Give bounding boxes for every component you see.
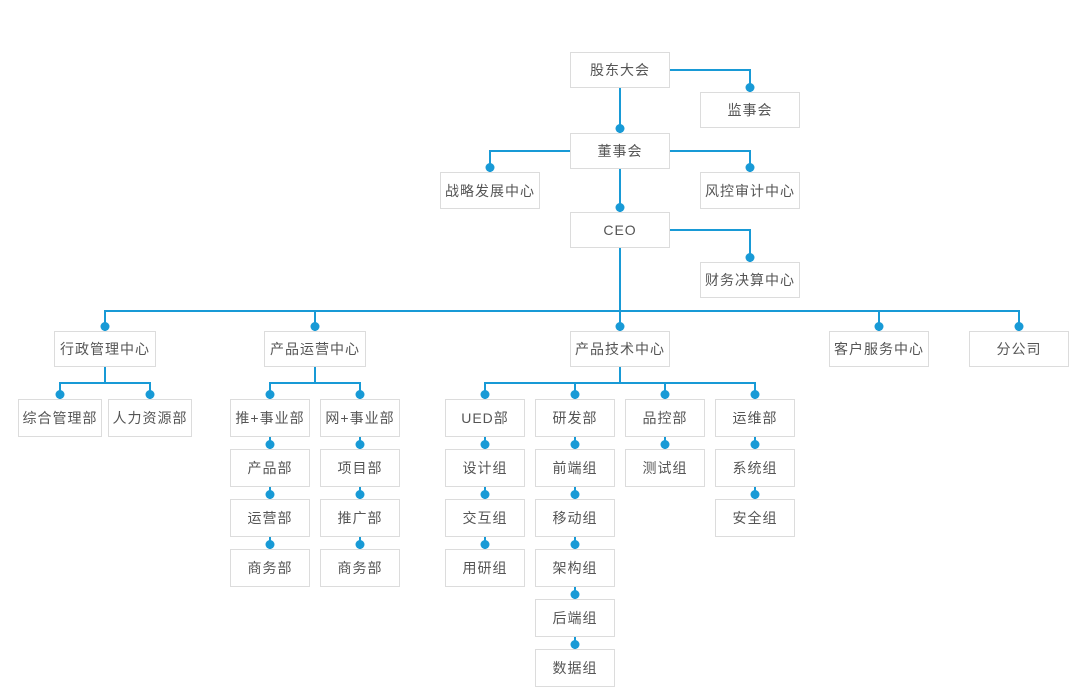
connector-dot-service_center <box>874 322 884 331</box>
connector-dot-backend_group <box>570 590 580 599</box>
org-node-rd_dept: 研发部 <box>535 399 615 437</box>
connector-dot-interaction_group <box>480 490 490 499</box>
connector-dot-biz_dept_wang <box>355 540 365 549</box>
edge-ceo-to-branch <box>619 248 1020 331</box>
org-node-interaction_group: 交互组 <box>445 499 525 537</box>
org-node-frontend_group: 前端组 <box>535 449 615 487</box>
connector-dot-supervisory <box>745 83 755 92</box>
org-node-biz_dept_tui: 商务部 <box>230 549 310 587</box>
connector-dot-wang_division <box>355 390 365 399</box>
connector-dot-general_mgmt <box>55 390 65 399</box>
connector-dot-admin_center <box>100 322 110 331</box>
connector-dot-design_group <box>480 440 490 449</box>
org-node-ceo: CEO <box>570 212 670 248</box>
connector-dot-rd_dept <box>570 390 580 399</box>
org-node-strategy: 战略发展中心 <box>440 172 540 209</box>
org-node-tech_center: 产品技术中心 <box>570 331 670 367</box>
connector-dot-finance <box>745 253 755 262</box>
connector-dot-operation_dept <box>265 490 275 499</box>
org-node-wang_division: 网+事业部 <box>320 399 400 437</box>
org-node-risk_audit: 风控审计中心 <box>700 172 800 209</box>
org-node-admin_center: 行政管理中心 <box>54 331 156 367</box>
org-node-mobile_group: 移动组 <box>535 499 615 537</box>
org-node-backend_group: 后端组 <box>535 599 615 637</box>
connector-dot-ops_center <box>310 322 320 331</box>
org-node-testing_group: 测试组 <box>625 449 705 487</box>
connector-dot-mobile_group <box>570 490 580 499</box>
connector-dot-hr <box>145 390 155 399</box>
edge-ceo-to-finance <box>670 229 751 262</box>
org-node-devops_dept: 运维部 <box>715 399 795 437</box>
org-node-qc_dept: 品控部 <box>625 399 705 437</box>
org-node-security_group: 安全组 <box>715 499 795 537</box>
connector-dot-tui_division <box>265 390 275 399</box>
org-node-shareholders: 股东大会 <box>570 52 670 88</box>
connector-dot-frontend_group <box>570 440 580 449</box>
org-node-tui_division: 推+事业部 <box>230 399 310 437</box>
connector-dot-promotion_dept <box>355 490 365 499</box>
connector-dot-board <box>615 124 625 133</box>
connector-dot-biz_dept_tui <box>265 540 275 549</box>
connector-dot-data_group <box>570 640 580 649</box>
connector-dot-user_research_group <box>480 540 490 549</box>
org-node-data_group: 数据组 <box>535 649 615 687</box>
org-node-ued_dept: UED部 <box>445 399 525 437</box>
connector-dot-project_dept <box>355 440 365 449</box>
org-node-system_group: 系统组 <box>715 449 795 487</box>
connector-dot-system_group <box>750 440 760 449</box>
org-node-project_dept: 项目部 <box>320 449 400 487</box>
org-node-hr: 人力资源部 <box>108 399 192 437</box>
org-node-user_research_group: 用研组 <box>445 549 525 587</box>
connector-dot-strategy <box>485 163 495 172</box>
org-node-promotion_dept: 推广部 <box>320 499 400 537</box>
connector-dot-branch <box>1014 322 1024 331</box>
connector-dot-product_dept <box>265 440 275 449</box>
connector-dot-testing_group <box>660 440 670 449</box>
org-node-biz_dept_wang: 商务部 <box>320 549 400 587</box>
org-node-board: 董事会 <box>570 133 670 169</box>
connector-dot-devops_dept <box>750 390 760 399</box>
connector-dot-security_group <box>750 490 760 499</box>
org-node-branch: 分公司 <box>969 331 1069 367</box>
org-node-service_center: 客户服务中心 <box>829 331 929 367</box>
connector-dot-architecture_group <box>570 540 580 549</box>
org-node-product_dept: 产品部 <box>230 449 310 487</box>
connector-dot-qc_dept <box>660 390 670 399</box>
org-node-design_group: 设计组 <box>445 449 525 487</box>
connector-dot-ued_dept <box>480 390 490 399</box>
org-node-operation_dept: 运营部 <box>230 499 310 537</box>
org-node-general_mgmt: 综合管理部 <box>18 399 102 437</box>
connector-dot-tech_center <box>615 322 625 331</box>
connector-dot-risk_audit <box>745 163 755 172</box>
org-node-supervisory: 监事会 <box>700 92 800 128</box>
org-node-architecture_group: 架构组 <box>535 549 615 587</box>
connector-dot-ceo <box>615 203 625 212</box>
org-node-finance: 财务决算中心 <box>700 262 800 298</box>
org-node-ops_center: 产品运营中心 <box>264 331 366 367</box>
